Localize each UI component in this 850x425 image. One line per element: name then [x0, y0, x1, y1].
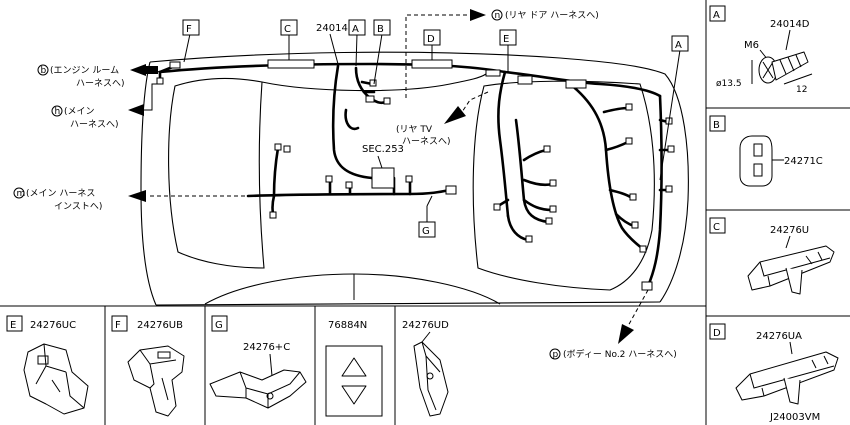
part-76884n-number: 76884N — [328, 320, 367, 331]
conn-n-letter: n — [495, 11, 501, 21]
module-label: SEC.253 — [362, 144, 404, 155]
conn-m-letter: m — [17, 189, 26, 199]
part-f-number: 24276UB — [137, 320, 183, 331]
callout-f: E — [503, 34, 509, 45]
callout-b: B — [377, 24, 384, 35]
car-body-outline — [140, 51, 689, 306]
conn-h-text1: (メイン — [64, 107, 95, 117]
conn-h-text2: ハーネスへ) — [70, 119, 119, 130]
callout-e: F — [186, 24, 192, 35]
part-24276ud-number: 24276UD — [402, 320, 449, 331]
detail-a-letter: A — [713, 10, 720, 21]
conn-n-text1: (リヤ ドア ハーネスへ) — [505, 10, 599, 21]
part-e-number: 24276UC — [30, 320, 76, 331]
callout-c: C — [284, 24, 291, 35]
detail-d: D 24276UA J24003VM — [709, 323, 839, 423]
part-24276ud: 24276UD — [402, 320, 449, 417]
conn-b-text2: ハーネスへ) — [76, 78, 125, 89]
rear-tv-text2: ハーネスへ) — [402, 136, 451, 147]
conn-b-text1: (エンジン ルーム — [50, 65, 119, 76]
connectors — [156, 59, 675, 291]
detail-d-letter: D — [713, 328, 721, 339]
part-f: F 24276UB — [111, 315, 185, 417]
main-callouts: F C 24014 A B D E G A SEC.253 — [182, 19, 689, 238]
harness-wires — [158, 62, 672, 288]
diagram-id: J24003VM — [769, 412, 820, 423]
callout-a-right: A — [675, 40, 682, 51]
part-g: G 24276+C — [209, 315, 307, 409]
part-f-letter: F — [115, 320, 121, 331]
main-part-number: 24014 — [316, 23, 348, 34]
rear-tv-text1: (リヤ TV — [396, 125, 433, 135]
part-e: E 24276UC — [6, 315, 89, 415]
part-g-number: 24276+C — [243, 342, 290, 353]
callout-g: G — [422, 226, 430, 237]
conn-h-letter: h — [55, 107, 61, 117]
connection-arrows: b (エンジン ルーム ハーネスへ) h (メイン ハーネスへ) m (メイン … — [13, 9, 677, 360]
part-76884n: 76884N — [325, 320, 383, 417]
detail-b-part: 24271C — [784, 156, 823, 167]
detail-a-dia: ø13.5 — [716, 79, 742, 89]
part-e-letter: E — [10, 320, 16, 331]
callout-a-top: A — [352, 24, 359, 35]
conn-b-letter: b — [41, 66, 47, 76]
bolt-drawing — [758, 51, 809, 84]
conn-p-letter: p — [553, 350, 559, 360]
detail-a-part: 24014D — [770, 19, 810, 30]
detail-b: B 24271C — [709, 115, 823, 187]
detail-b-letter: B — [713, 120, 720, 131]
detail-c: C 24276U — [709, 217, 835, 295]
detail-a-length: 12 — [796, 85, 807, 95]
conn-m-text1: (メイン ハーネス — [26, 188, 95, 199]
part-g-letter: G — [215, 320, 223, 331]
detail-c-letter: C — [713, 222, 720, 233]
callout-d: D — [427, 34, 435, 45]
conn-p-text1: (ボディー No.2 ハーネスへ) — [563, 348, 677, 360]
detail-c-part: 24276U — [770, 225, 809, 236]
detail-d-part: 24276UA — [756, 331, 802, 342]
detail-a-bolt: M6 — [744, 40, 759, 51]
callout-e-box — [182, 19, 200, 36]
detail-a: A 24014D M6 ø13.5 12 — [709, 5, 813, 95]
conn-m-text2: インストへ) — [54, 202, 102, 212]
